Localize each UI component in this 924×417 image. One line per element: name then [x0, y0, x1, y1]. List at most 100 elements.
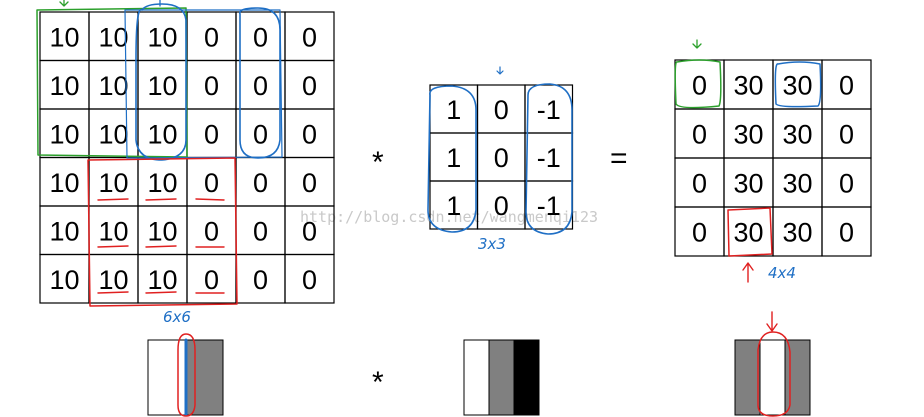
filter-strip-band	[488, 339, 515, 416]
output-value: 30	[782, 71, 812, 101]
image-strips	[147, 339, 811, 416]
input-matrix: 10 10 10 0 0 0 10 10 10 0 0 0 10 10 10 0 0 0 10 10 10 0 0 0 10 10…	[39, 11, 335, 304]
red-underlines	[97, 198, 225, 294]
blue-box-output	[774, 61, 822, 108]
input-value: 0	[302, 71, 317, 101]
input-strip-band	[147, 339, 186, 416]
red-oval-output-strip	[757, 331, 791, 417]
output-strip-band	[759, 339, 786, 416]
input-value: 10	[49, 265, 79, 295]
filter-size-label: 3x3	[478, 235, 506, 253]
input-value: 10	[98, 168, 128, 198]
input-value: 0	[204, 216, 219, 246]
red-box-input	[87, 157, 238, 307]
blue-box-input	[124, 9, 283, 159]
green-box-output	[674, 59, 722, 109]
green-box-input	[36, 7, 188, 158]
input-value: 10	[147, 71, 177, 101]
input-value: 0	[302, 265, 317, 295]
convolve-operator: *	[372, 146, 384, 179]
input-value: 10	[49, 71, 79, 101]
blue-oval-filter-right	[525, 83, 573, 235]
input-value: 0	[302, 119, 317, 149]
input-value: 0	[253, 265, 268, 295]
input-value: 10	[147, 22, 177, 52]
blue-oval-input-col5	[239, 7, 281, 159]
input-cell	[284, 253, 335, 304]
output-value: 30	[733, 71, 763, 101]
input-value: 0	[253, 168, 268, 198]
output-value: 0	[692, 169, 707, 199]
input-value: 0	[204, 22, 219, 52]
input-value: 10	[98, 216, 128, 246]
filter-value: -1	[537, 143, 561, 173]
equals-operator: =	[610, 142, 628, 175]
output-value: 30	[733, 218, 763, 248]
filter-strip-band	[513, 339, 540, 416]
input-value: 10	[147, 119, 177, 149]
input-value: 0	[204, 119, 219, 149]
input-value: 10	[49, 168, 79, 198]
output-strip-band	[784, 339, 811, 416]
input-value: 0	[302, 216, 317, 246]
annotations	[36, 0, 822, 417]
input-value: 10	[98, 71, 128, 101]
output-value: 0	[839, 218, 854, 248]
output-size-label: 4x4	[768, 264, 796, 282]
input-value: 10	[147, 265, 177, 295]
filter-strip-band	[463, 339, 490, 416]
filter-value: 0	[494, 95, 509, 125]
output-value: 30	[733, 169, 763, 199]
red-arrow-output-strip	[766, 311, 778, 332]
input-value: 0	[253, 71, 268, 101]
filter-matrix: 1 0 -1 1 0 -1 1 0 -1	[429, 84, 574, 230]
blue-tick-filter	[496, 66, 504, 75]
input-value: 10	[49, 119, 79, 149]
watermark-text: http://blog.csdn.net/wangmenqi123	[300, 208, 598, 226]
input-value: 10	[49, 216, 79, 246]
input-value: 0	[253, 119, 268, 149]
input-value: 10	[147, 216, 177, 246]
output-value: 30	[782, 169, 812, 199]
output-value: 0	[839, 71, 854, 101]
output-value: 0	[692, 120, 707, 150]
filter-value: -1	[537, 191, 561, 221]
green-arrow-output	[692, 39, 702, 49]
filter-value: 0	[494, 143, 509, 173]
output-cell	[821, 206, 872, 257]
blue-oval-input-col3	[135, 3, 187, 161]
red-oval-strip	[177, 333, 196, 417]
filter-value: 0	[494, 191, 509, 221]
filter-value: 1	[446, 95, 461, 125]
input-value: 10	[98, 22, 128, 52]
filter-value: -1	[537, 95, 561, 125]
filter-value: 1	[446, 191, 461, 221]
red-box-output	[727, 207, 773, 257]
output-value: 0	[692, 71, 707, 101]
input-strip-band	[184, 339, 224, 416]
input-value: 10	[49, 22, 79, 52]
output-matrix: 0 30 30 0 0 30 30 0 0 30 30 0 0 30 30 0	[674, 59, 872, 257]
output-value: 0	[692, 218, 707, 248]
filter-value: 1	[446, 143, 461, 173]
input-value: 10	[147, 168, 177, 198]
input-value: 10	[98, 265, 128, 295]
blue-oval-filter-left	[427, 85, 477, 233]
input-value: 0	[253, 22, 268, 52]
red-arrow-output	[742, 262, 754, 283]
output-value: 30	[782, 120, 812, 150]
output-value: 30	[782, 218, 812, 248]
output-strip-band	[734, 339, 761, 416]
input-value: 0	[204, 71, 219, 101]
green-arrow-input	[59, 0, 69, 7]
output-value: 0	[839, 169, 854, 199]
input-value: 0	[253, 216, 268, 246]
convolve-operator-bottom: *	[372, 366, 384, 399]
input-value: 0	[204, 168, 219, 198]
output-value: 30	[733, 120, 763, 150]
input-value: 0	[302, 22, 317, 52]
input-value: 10	[98, 119, 128, 149]
output-value: 0	[839, 120, 854, 150]
input-size-label: 6x6	[163, 308, 191, 326]
